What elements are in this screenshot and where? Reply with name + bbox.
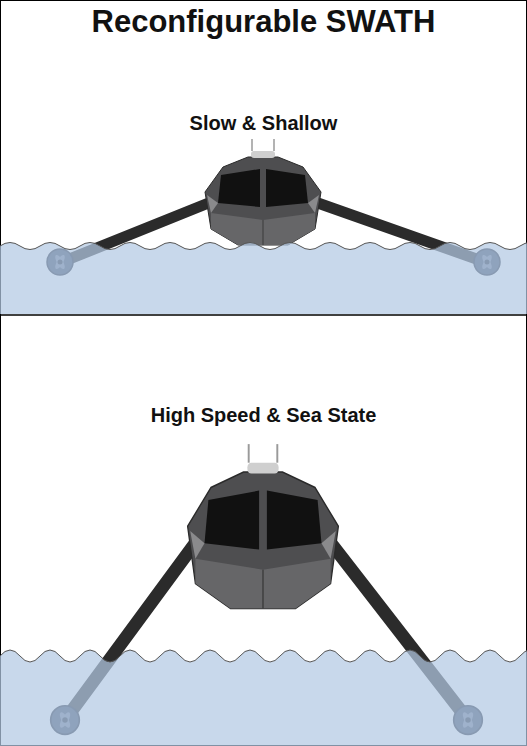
diagram-title: Reconfigurable SWATH — [0, 4, 527, 40]
panel-heading: Slow & Shallow — [0, 112, 527, 135]
wave-line — [0, 243, 527, 250]
panel-heading: High Speed & Sea State — [0, 404, 527, 427]
water-shallow — [0, 243, 527, 315]
water-sea-state — [0, 650, 527, 746]
panel-divider — [0, 314, 527, 316]
wave-line — [0, 650, 527, 662]
